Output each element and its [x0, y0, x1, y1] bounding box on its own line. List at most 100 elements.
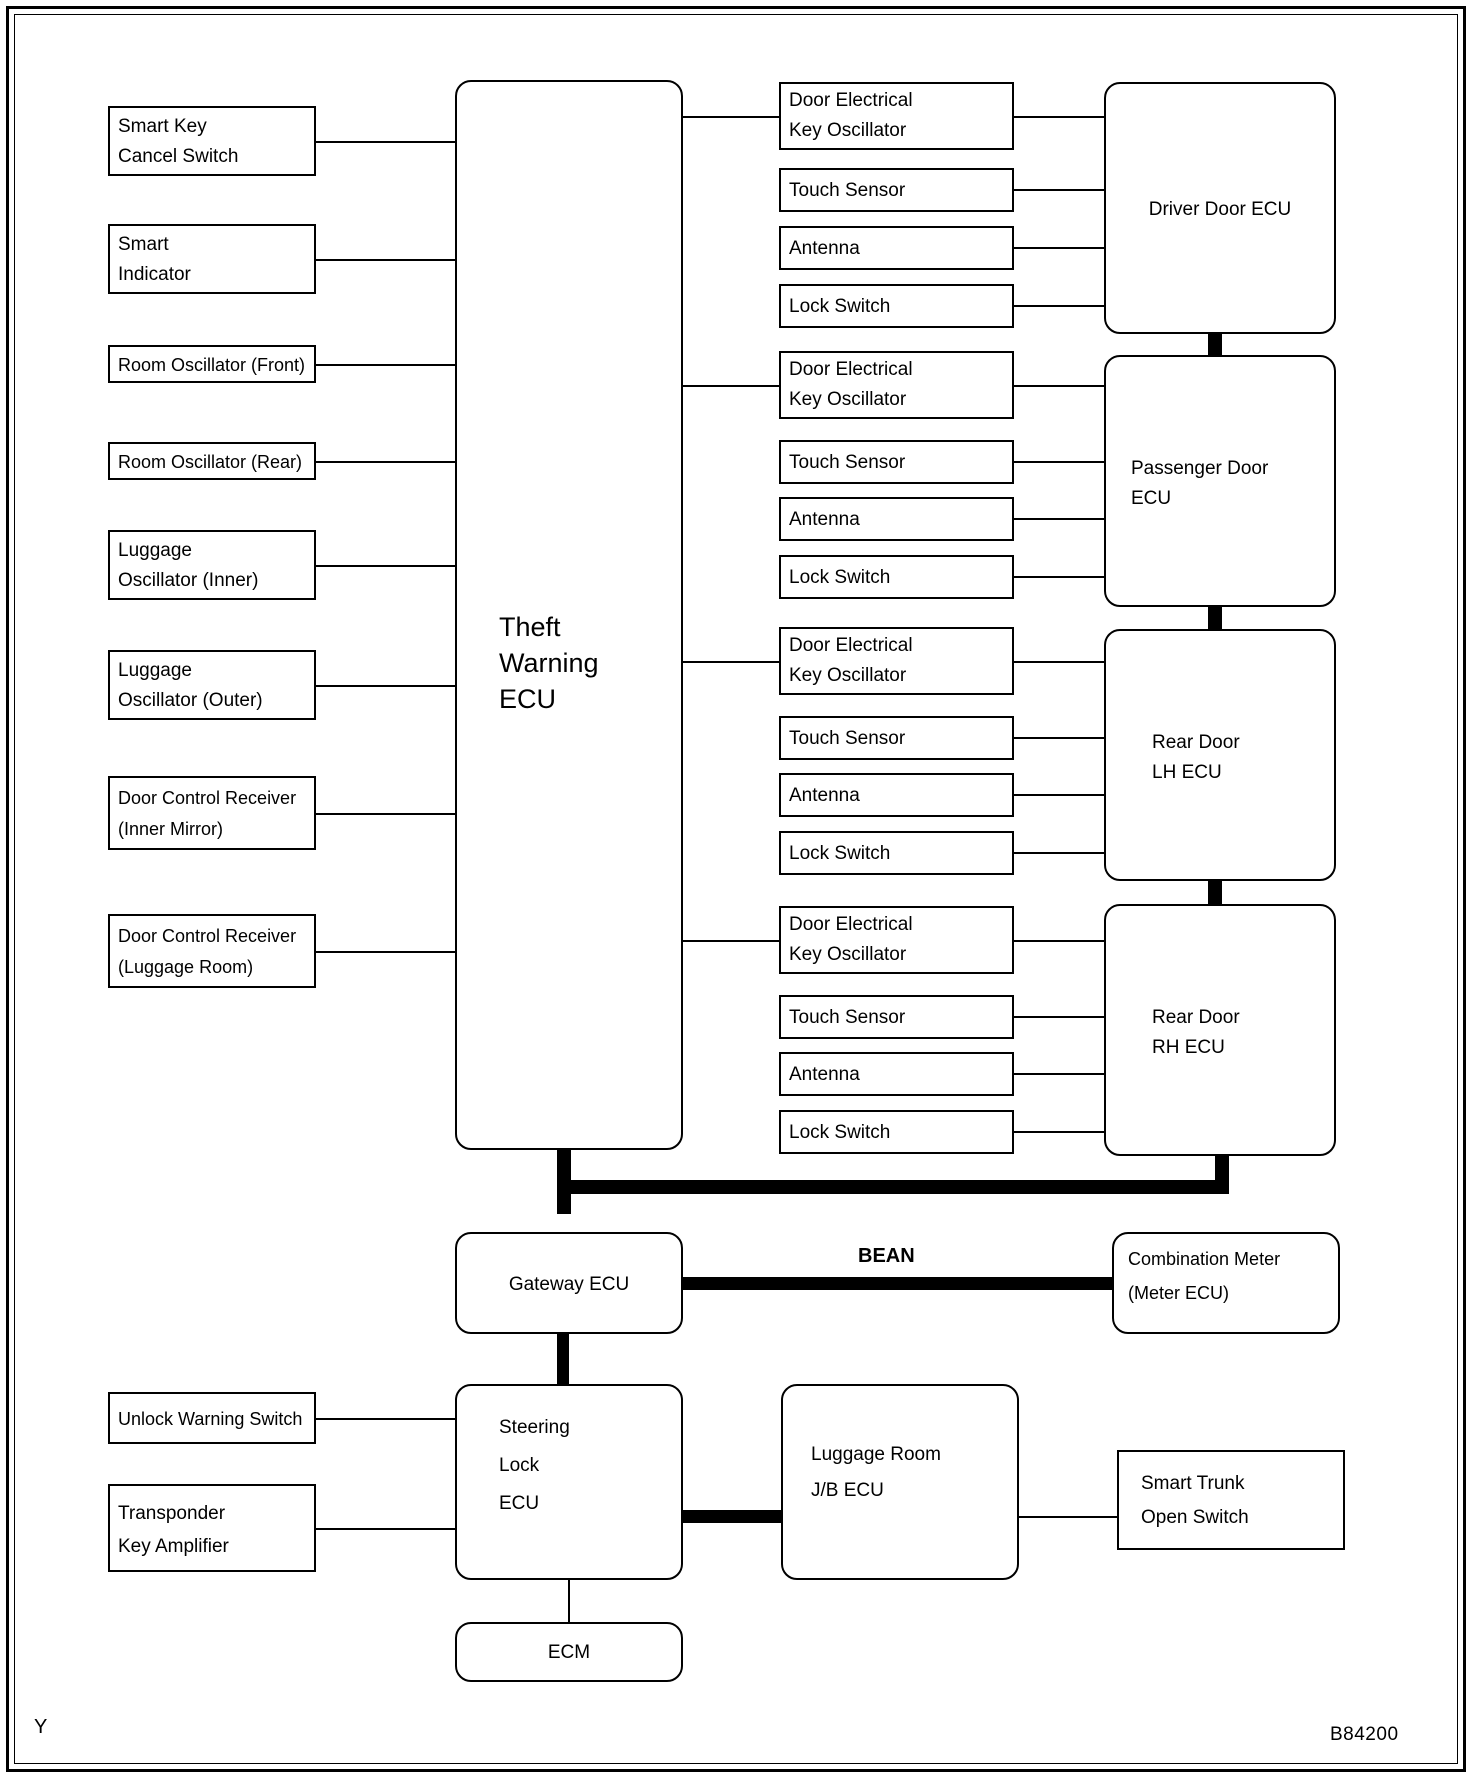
wire-passenger-antenna-to-ecu [1014, 518, 1106, 520]
node-label-line2: Oscillator (Inner) [118, 570, 259, 591]
bus-main-horizontal [557, 1180, 1229, 1194]
node-driver-door-electrical-key-oscillator[interactable]: Door Electrical Key Oscillator [779, 82, 1014, 150]
node-label-line2: Warning [499, 648, 599, 678]
node-rear-lh-door-lock-switch[interactable]: Lock Switch [779, 831, 1014, 875]
node-label-line1: Antenna [789, 785, 860, 806]
node-label-line1: Door Electrical [789, 359, 913, 380]
corner-mark-y: Y [34, 1716, 48, 1738]
node-label-line1: Luggage [118, 660, 192, 681]
node-rear-rh-door-lock-switch[interactable]: Lock Switch [779, 1110, 1014, 1154]
wire-rear-rh-osc-to-ecu [1014, 940, 1106, 942]
node-label-line2: RH ECU [1152, 1037, 1225, 1058]
node-label-line1: Antenna [789, 509, 860, 530]
bus-passenger-to-rear-lh-ecu [1208, 601, 1222, 633]
node-label-line1: Lock Switch [789, 567, 891, 588]
node-rear-rh-door-antenna[interactable]: Antenna [779, 1052, 1014, 1096]
wire-steering-lock-to-ecm [568, 1580, 570, 1624]
node-theft-warning-ecu[interactable]: Theft Warning ECU [455, 80, 683, 1150]
node-label-line1: Smart Trunk [1141, 1473, 1245, 1494]
node-label-line1: Unlock Warning Switch [118, 1409, 303, 1429]
wire-passenger-osc-to-ecu [1014, 385, 1106, 387]
node-label-line1: Theft [499, 612, 561, 642]
node-label-line2: ECU [1131, 488, 1172, 509]
node-smart-indicator[interactable]: Smart Indicator [108, 224, 316, 294]
node-rear-rh-door-electrical-key-oscillator[interactable]: Door Electrical Key Oscillator [779, 906, 1014, 974]
node-luggage-oscillator-outer[interactable]: Luggage Oscillator (Outer) [108, 650, 316, 720]
node-driver-door-ecu[interactable]: Driver Door ECU [1104, 82, 1336, 334]
node-label-line1: Door Electrical [789, 90, 913, 111]
node-label-line1: Transponder [118, 1503, 226, 1524]
wire-rear-lh-touch-to-ecu [1014, 737, 1106, 739]
wire-luggage-oscillator-outer [316, 685, 456, 687]
node-label-line2: Key Oscillator [789, 120, 907, 141]
node-label-line1: Lock Switch [789, 843, 891, 864]
node-room-oscillator-front[interactable]: Room Oscillator (Front) [108, 345, 316, 383]
node-label-line2: (Inner Mirror) [118, 819, 224, 839]
node-passenger-door-touch-sensor[interactable]: Touch Sensor [779, 440, 1014, 484]
node-label-line1: Luggage [118, 540, 192, 561]
wire-rear-lh-antenna-to-ecu [1014, 794, 1106, 796]
wire-passenger-lock-to-ecu [1014, 576, 1106, 578]
node-smart-trunk-open-switch[interactable]: Smart Trunk Open Switch [1117, 1450, 1345, 1550]
node-label-line3: ECU [499, 1493, 540, 1514]
node-label-line1: Touch Sensor [789, 1007, 906, 1028]
node-driver-door-lock-switch[interactable]: Lock Switch [779, 284, 1014, 328]
node-luggage-room-jb-ecu[interactable]: Luggage Room J/B ECU [781, 1384, 1019, 1580]
wire-driver-antenna-to-ecu [1014, 247, 1106, 249]
node-rear-rh-door-touch-sensor[interactable]: Touch Sensor [779, 995, 1014, 1039]
node-label-line1: Lock Switch [789, 296, 891, 317]
node-gateway-ecu[interactable]: Gateway ECU [455, 1232, 683, 1334]
bus-steering-lock-to-luggage-jb [683, 1510, 783, 1523]
node-combination-meter[interactable]: Combination Meter (Meter ECU) [1112, 1232, 1340, 1334]
node-label-line1: Driver Door ECU [1148, 199, 1292, 220]
wire-theft-ecu-to-driver-group [683, 116, 779, 118]
node-label-line1: Antenna [789, 238, 860, 259]
node-unlock-warning-switch[interactable]: Unlock Warning Switch [108, 1392, 316, 1444]
node-passenger-door-lock-switch[interactable]: Lock Switch [779, 555, 1014, 599]
node-label-line1: Antenna [789, 1064, 860, 1085]
node-label-line1: Steering [499, 1417, 570, 1438]
node-label-line2: LH ECU [1152, 762, 1222, 783]
wire-rear-rh-touch-to-ecu [1014, 1016, 1106, 1018]
node-rear-lh-door-touch-sensor[interactable]: Touch Sensor [779, 716, 1014, 760]
wire-rear-lh-lock-to-ecu [1014, 852, 1106, 854]
node-luggage-oscillator-inner[interactable]: Luggage Oscillator (Inner) [108, 530, 316, 600]
node-smart-key-cancel-switch[interactable]: Smart Key Cancel Switch [108, 106, 316, 176]
node-transponder-key-amplifier[interactable]: Transponder Key Amplifier [108, 1484, 316, 1572]
node-rear-lh-door-electrical-key-oscillator[interactable]: Door Electrical Key Oscillator [779, 627, 1014, 695]
page-border-inner [14, 14, 1458, 1764]
bus-bean [683, 1277, 1113, 1290]
node-label-line1: Rear Door [1152, 1007, 1240, 1028]
node-label-line3: ECU [499, 684, 557, 714]
node-door-control-receiver-luggage-room[interactable]: Door Control Receiver (Luggage Room) [108, 914, 316, 988]
node-door-control-receiver-inner-mirror[interactable]: Door Control Receiver (Inner Mirror) [108, 776, 316, 850]
node-label-line1: Combination Meter [1128, 1249, 1281, 1269]
node-label-line1: ECM [547, 1642, 591, 1663]
node-driver-door-touch-sensor[interactable]: Touch Sensor [779, 168, 1014, 212]
node-label-line1: Door Electrical [789, 635, 913, 656]
wire-rear-rh-lock-to-ecu [1014, 1131, 1106, 1133]
node-driver-door-antenna[interactable]: Antenna [779, 226, 1014, 270]
node-label-line2: (Luggage Room) [118, 957, 254, 977]
node-room-oscillator-rear[interactable]: Room Oscillator (Rear) [108, 442, 316, 480]
node-label-line1: Passenger Door [1131, 458, 1269, 479]
node-label-line2: Open Switch [1141, 1507, 1249, 1528]
wire-passenger-touch-to-ecu [1014, 461, 1106, 463]
node-rear-lh-door-antenna[interactable]: Antenna [779, 773, 1014, 817]
node-passenger-door-ecu[interactable]: Passenger Door ECU [1104, 355, 1336, 607]
node-label-line1: Door Electrical [789, 914, 913, 935]
node-passenger-door-antenna[interactable]: Antenna [779, 497, 1014, 541]
node-rear-door-lh-ecu[interactable]: Rear Door LH ECU [1104, 629, 1336, 881]
wire-driver-osc-to-ecu [1014, 116, 1106, 118]
node-steering-lock-ecu[interactable]: Steering Lock ECU [455, 1384, 683, 1580]
node-label-line2: Key Amplifier [118, 1536, 229, 1557]
node-label-line2: Key Oscillator [789, 944, 907, 965]
node-ecm[interactable]: ECM [455, 1622, 683, 1682]
wire-luggage-oscillator-inner [316, 565, 456, 567]
wire-smart-key-cancel-switch [316, 141, 456, 143]
node-passenger-door-electrical-key-oscillator[interactable]: Door Electrical Key Oscillator [779, 351, 1014, 419]
wire-theft-ecu-to-rear-lh-group [683, 661, 779, 663]
node-rear-door-rh-ecu[interactable]: Rear Door RH ECU [1104, 904, 1336, 1156]
node-label-line2: Cancel Switch [118, 146, 239, 167]
wire-rear-lh-osc-to-ecu [1014, 661, 1106, 663]
